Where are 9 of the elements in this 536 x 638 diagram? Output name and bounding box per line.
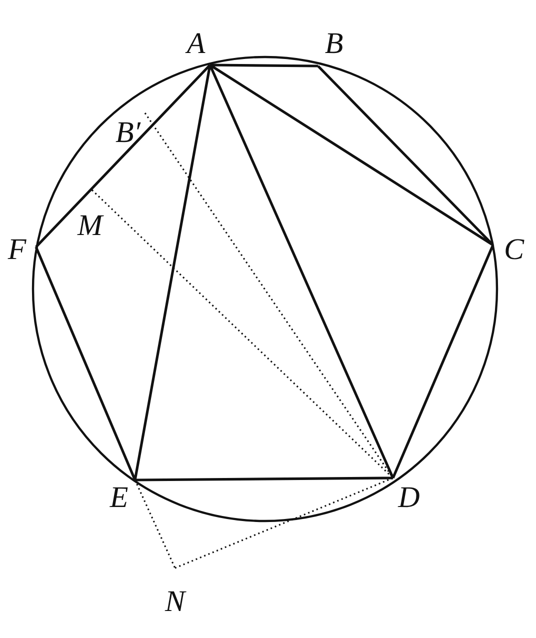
point-label: B (324, 29, 344, 59)
point-label: A (186, 29, 206, 59)
point-label: B′ (116, 118, 140, 148)
point-label: N (165, 587, 185, 617)
point-label: F (8, 235, 26, 265)
point-label: E (110, 483, 128, 513)
point-label: M (78, 211, 102, 241)
point-label: C (504, 235, 524, 265)
point-label: D (398, 483, 420, 513)
